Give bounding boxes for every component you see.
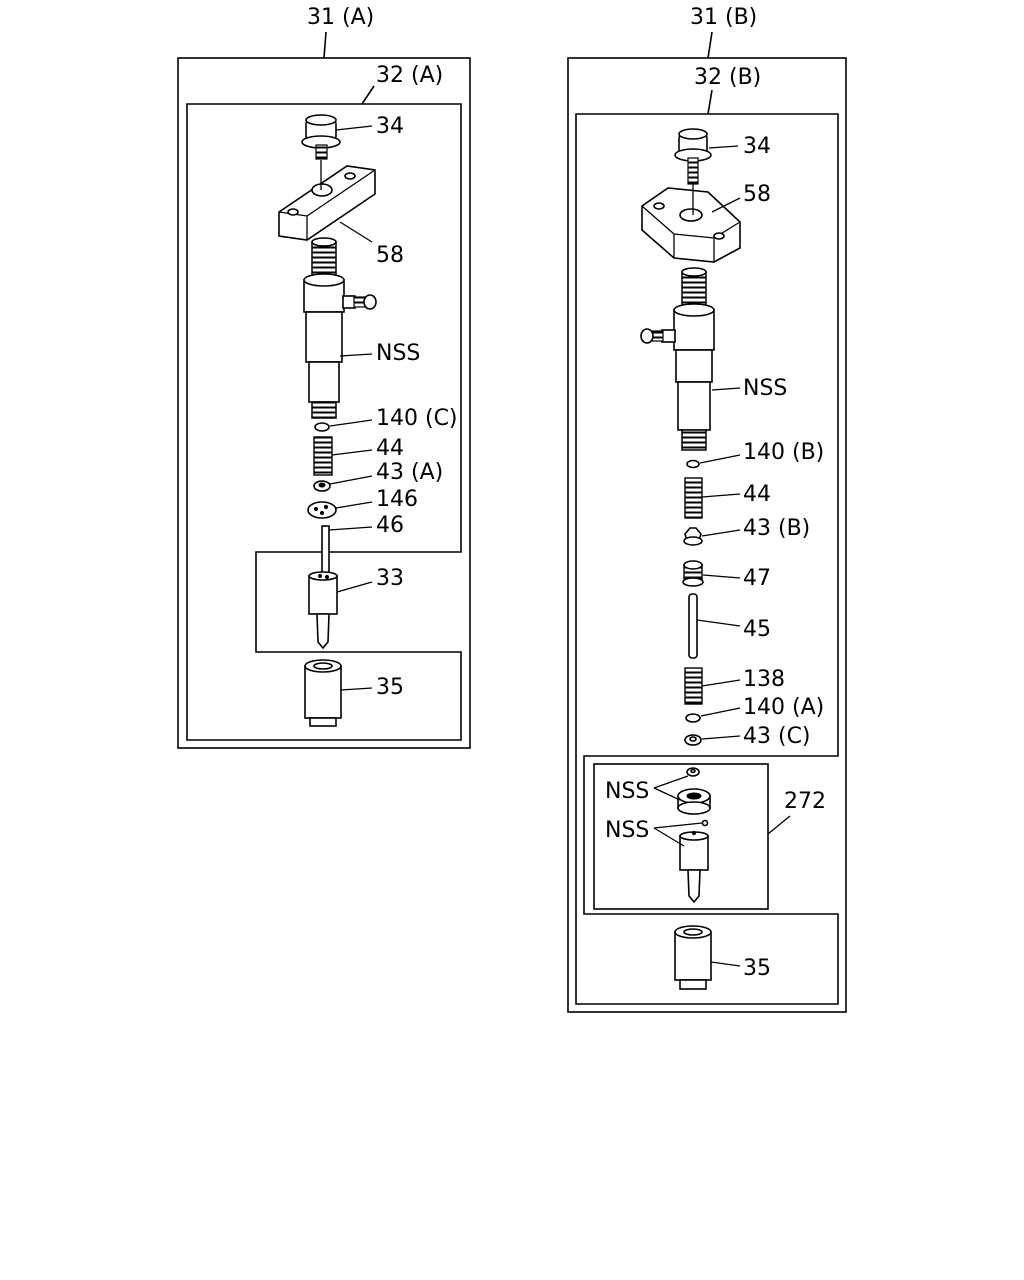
label-a-58: 58 bbox=[376, 243, 404, 268]
nozzle-kit-parts-icon bbox=[677, 767, 711, 904]
label-b-43c: 43 (C) bbox=[743, 724, 811, 749]
label-b-47: 47 bbox=[743, 566, 771, 591]
assembly-b-outer-frame bbox=[567, 57, 847, 1013]
label-a-34: 34 bbox=[376, 114, 404, 139]
seat-icon bbox=[684, 734, 702, 746]
pin-icon bbox=[321, 525, 330, 577]
label-a-44: 44 bbox=[376, 436, 404, 461]
label-b-138: 138 bbox=[743, 667, 785, 692]
spring-icon bbox=[313, 436, 333, 476]
spacer-icon bbox=[307, 501, 337, 519]
assembly-a-title: 31 (A) bbox=[307, 5, 374, 30]
injector-holder-icon bbox=[640, 267, 715, 451]
assembly-b-inner-frame bbox=[575, 113, 839, 1005]
label-b-272: 272 bbox=[784, 789, 826, 814]
assembly-b-title: 31 (B) bbox=[690, 5, 757, 30]
label-b-58: 58 bbox=[743, 182, 771, 207]
label-b-34: 34 bbox=[743, 134, 771, 159]
assembly-a-inner-frame bbox=[186, 103, 462, 741]
nozzle-nut-icon bbox=[674, 925, 712, 990]
rod-icon bbox=[688, 593, 698, 659]
assembly-a-subassembly-title: 32 (A) bbox=[376, 63, 443, 88]
assembly-a-outer-frame bbox=[177, 57, 471, 749]
label-b-45: 45 bbox=[743, 617, 771, 642]
label-a-146: 146 bbox=[376, 487, 418, 512]
label-a-nss: NSS bbox=[376, 341, 420, 366]
label-a-43a: 43 (A) bbox=[376, 460, 443, 485]
bolt-icon bbox=[301, 114, 341, 160]
label-a-46: 46 bbox=[376, 513, 404, 538]
label-b-140b: 140 (B) bbox=[743, 440, 824, 465]
assembly-a: 31 (A) 32 (A) 34 58 bbox=[177, 5, 471, 749]
nozzle-icon bbox=[308, 571, 338, 650]
seat-icon bbox=[683, 527, 703, 546]
label-a-33: 33 bbox=[376, 566, 404, 591]
bracket-icon bbox=[278, 160, 376, 241]
nozzle-kit-frame bbox=[593, 763, 769, 910]
spring-icon bbox=[684, 477, 703, 519]
injector-holder-icon bbox=[303, 237, 377, 419]
label-b-43b: 43 (B) bbox=[743, 516, 810, 541]
washer-icon bbox=[314, 422, 330, 432]
nozzle-nut-icon bbox=[304, 659, 342, 727]
washer-icon bbox=[686, 459, 700, 469]
assembly-b: 31 (B) 32 (B) 34 58 bbox=[567, 5, 847, 1013]
label-b-140a: 140 (A) bbox=[743, 695, 824, 720]
bolt-icon bbox=[674, 128, 712, 185]
label-b-nss-upper: NSS bbox=[605, 779, 649, 804]
spring-icon bbox=[684, 667, 703, 705]
label-b-nss: NSS bbox=[743, 376, 787, 401]
bracket-icon bbox=[641, 184, 741, 263]
seat-icon bbox=[313, 480, 331, 492]
label-a-140c: 140 (C) bbox=[376, 406, 458, 431]
cap-icon bbox=[682, 560, 704, 587]
label-b-44: 44 bbox=[743, 482, 771, 507]
label-b-nss-lower: NSS bbox=[605, 818, 649, 843]
label-a-35: 35 bbox=[376, 675, 404, 700]
washer-icon bbox=[685, 713, 701, 723]
assembly-b-subassembly-title: 32 (B) bbox=[694, 65, 761, 90]
label-b-35: 35 bbox=[743, 956, 771, 981]
